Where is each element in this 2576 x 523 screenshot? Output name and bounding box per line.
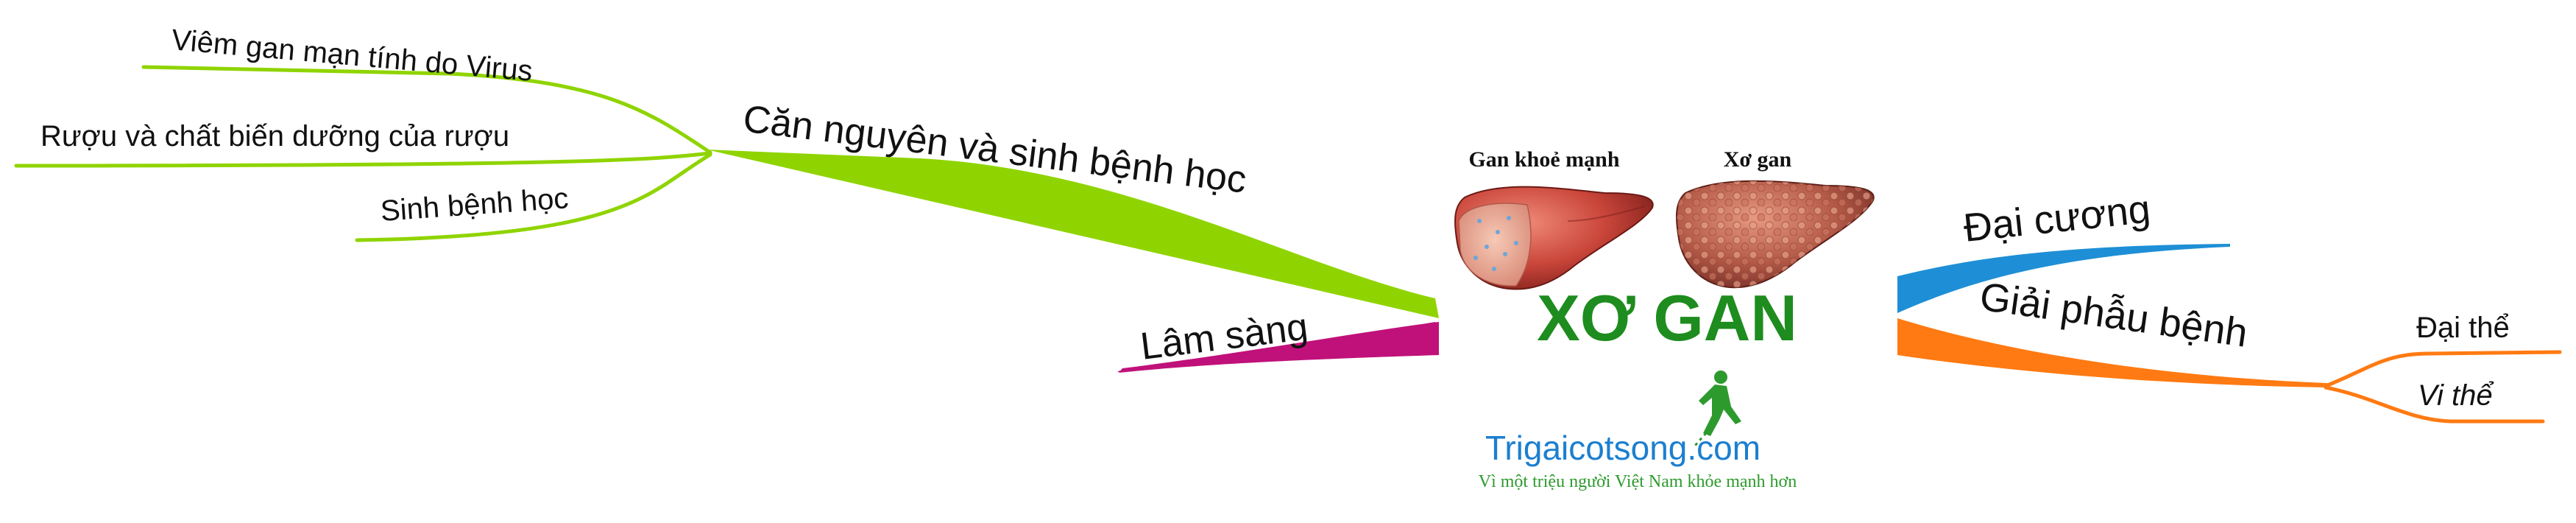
logo-tagline: Vì một triệu người Việt Nam khỏe mạnh hơ… — [1479, 472, 1797, 491]
branch-etiology-line — [707, 150, 1439, 318]
subbranch-pathogenesis: Sinh bệnh học — [355, 152, 712, 242]
cirrhotic-liver-illustration — [1676, 180, 1875, 289]
subbranch-pathogenesis-label[interactable]: Sinh bệnh học — [380, 182, 570, 228]
branch-clinical-line — [1119, 322, 1439, 373]
healthy-liver-illustration — [1454, 186, 1654, 290]
subbranch-gross-line — [2324, 350, 2562, 388]
cirrhosis-liver-label: Xơ gan — [1724, 147, 1792, 172]
subbranch-gross: Đại thể — [2324, 312, 2562, 388]
subbranch-pathogenesis-line — [355, 152, 712, 242]
branch-pathology: Giải phẫu bệnh — [1897, 274, 2327, 387]
subbranch-alcohol-label[interactable]: Rượu và chất biến dưỡng của rượu — [40, 120, 509, 152]
central-title: XƠ GAN — [1537, 281, 1797, 354]
branch-overview-label[interactable]: Đại cương — [1961, 187, 2153, 250]
subbranch-alcohol-line — [14, 151, 712, 168]
central-node[interactable]: Gan khoẻ mạnh Xơ gan XƠ GAN — [1454, 147, 1875, 491]
subbranch-virus-label[interactable]: Viêm gan mạn tính do Virus — [170, 24, 534, 88]
branch-pathology-line — [1897, 318, 2327, 387]
branch-clinical: Lâm sàng — [1117, 306, 1439, 373]
branch-overview-line — [1897, 244, 2230, 313]
subbranch-micro-label[interactable]: Vi thể — [2418, 379, 2494, 412]
branch-etiology: Căn nguyên và sinh bệnh học — [707, 97, 1439, 318]
subbranch-virus-line — [141, 65, 712, 155]
logo-text[interactable]: Trigaicotsong.com — [1485, 429, 1761, 467]
subbranch-alcohol: Rượu và chất biến dưỡng của rượu — [14, 120, 712, 168]
subbranch-gross-label[interactable]: Đại thể — [2416, 312, 2510, 344]
branch-pathology-label[interactable]: Giải phẫu bệnh — [1977, 274, 2250, 355]
subbranch-micro: Vi thể — [2324, 379, 2545, 424]
healthy-liver-label: Gan khoẻ mạnh — [1468, 147, 1619, 172]
subbranch-micro-line — [2324, 385, 2545, 424]
branch-etiology-line — [707, 153, 1439, 318]
runner-icon — [1693, 371, 1741, 447]
